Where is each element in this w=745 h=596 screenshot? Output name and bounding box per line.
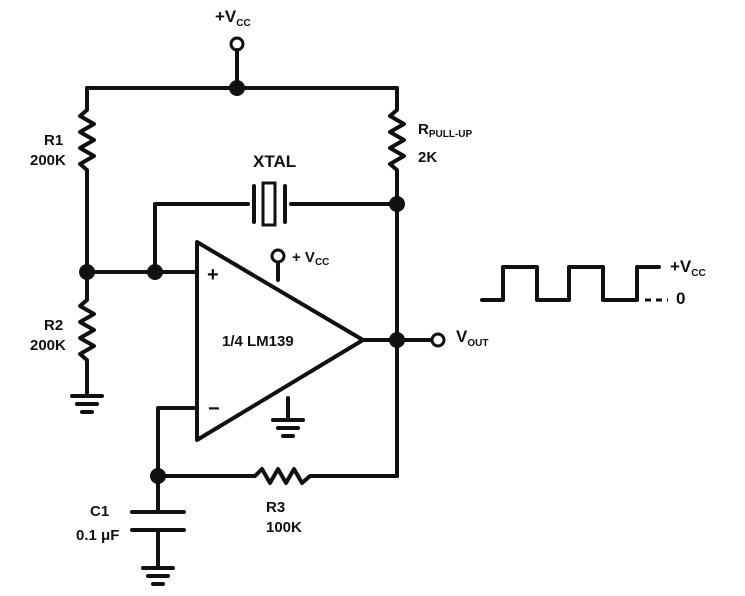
- supply-top: +VCC: [215, 7, 251, 96]
- r3-value: 100K: [266, 519, 302, 536]
- capacitor-c1: C1 0.1 μF: [76, 474, 186, 568]
- rpullup-value: 2K: [418, 149, 437, 166]
- vcc-terminal-opamp: [270, 248, 286, 264]
- r1-name: R1: [44, 132, 63, 149]
- vout-terminal: [430, 332, 446, 348]
- waveform-high-label: +VCC: [670, 257, 706, 279]
- comparator-lm139: + − 1/4 LM139 + VCC: [195, 240, 365, 442]
- ground-c1: [141, 566, 175, 586]
- plus-sign: +: [207, 264, 219, 286]
- junction-plus-input: [147, 264, 163, 280]
- crystal-xtal: XTAL: [153, 152, 399, 274]
- resistor-r3: R3 100K: [156, 467, 399, 536]
- comparator-label: 1/4 LM139: [222, 333, 294, 350]
- output-waveform: +VCC 0: [480, 257, 706, 308]
- vout-label: VOUT: [456, 327, 488, 349]
- vcc-label-opamp: + VCC: [292, 249, 329, 268]
- resistor-r1: R1 200K: [30, 86, 96, 274]
- waveform-low-label: 0: [676, 289, 685, 308]
- minus-sign: −: [208, 398, 220, 420]
- ground-r2: [70, 394, 104, 414]
- r1-value: 200K: [30, 152, 66, 169]
- xtal-label: XTAL: [253, 152, 296, 171]
- vcc-label-top: +VCC: [215, 7, 251, 29]
- rpullup-label: RPULL-UP: [418, 121, 473, 140]
- minus-input-wire: [156, 406, 199, 478]
- c1-value: 0.1 μF: [76, 527, 119, 544]
- r2-name: R2: [44, 317, 63, 334]
- resistor-pullup: RPULL-UP 2K: [388, 86, 473, 204]
- r3-name: R3: [266, 499, 285, 516]
- junction-output: [389, 332, 405, 348]
- resistor-r2: R2 200K: [30, 270, 96, 396]
- r2-value: 200K: [30, 337, 66, 354]
- c1-name: C1: [90, 503, 109, 520]
